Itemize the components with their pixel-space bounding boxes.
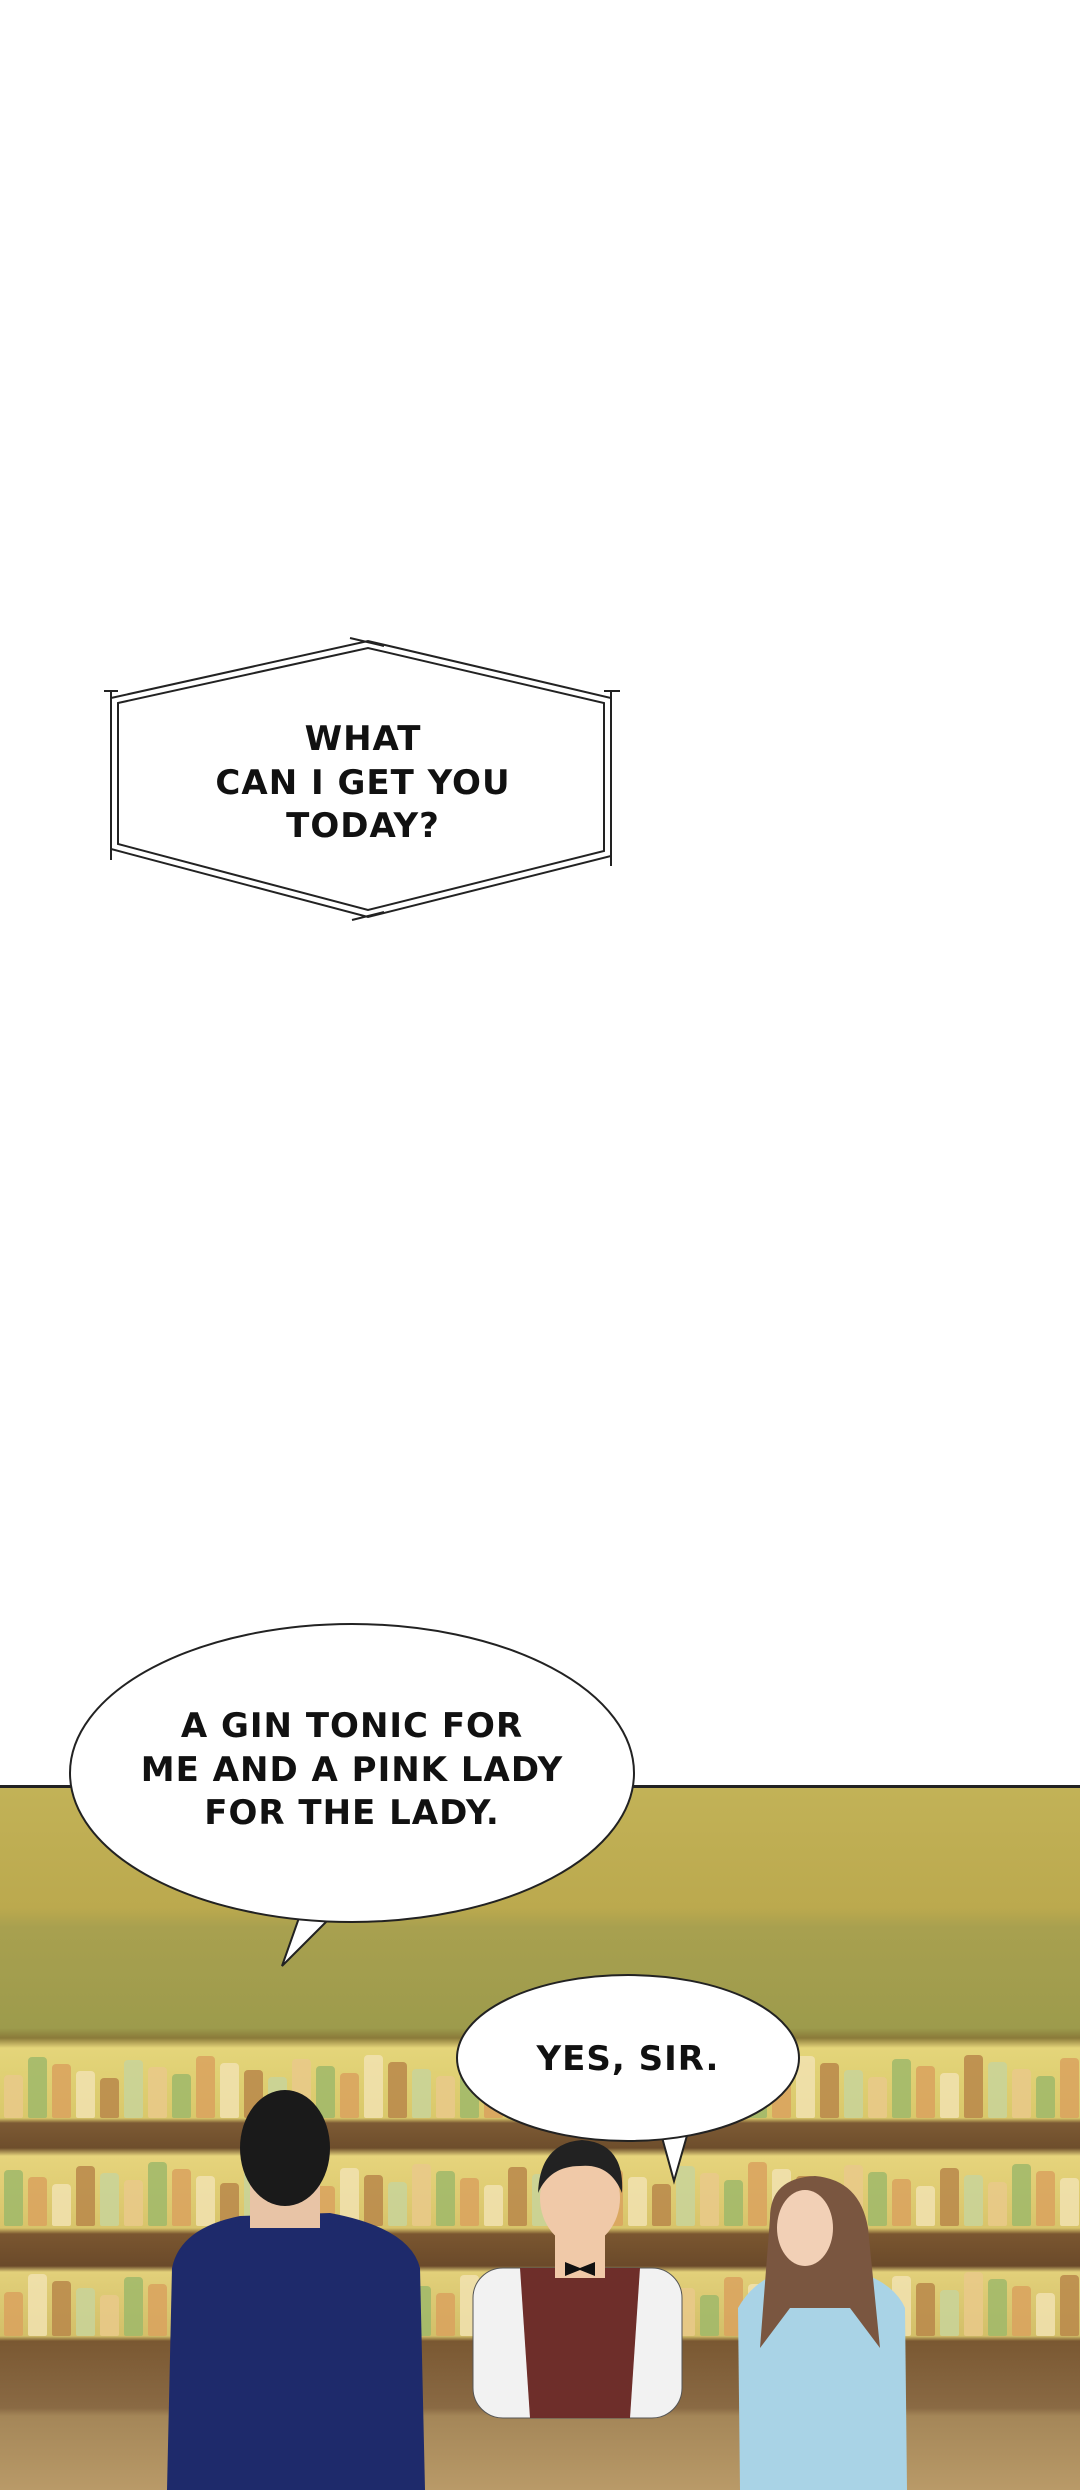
bottle xyxy=(340,2073,359,2118)
bottle xyxy=(340,2168,359,2226)
bottle xyxy=(28,2057,47,2118)
bartender xyxy=(472,2140,683,2419)
bottle xyxy=(676,2166,695,2226)
bottle xyxy=(436,2076,455,2118)
characters xyxy=(167,2090,907,2490)
bottle xyxy=(700,2295,719,2336)
bottle xyxy=(940,2290,959,2336)
bottle xyxy=(484,2185,503,2226)
bottle xyxy=(412,2164,431,2226)
bar-scene-panel xyxy=(0,1785,1080,2490)
bottle xyxy=(724,2180,743,2226)
bottle xyxy=(892,2059,911,2118)
bottle xyxy=(1012,2286,1031,2336)
bottle xyxy=(916,2186,935,2226)
bottle xyxy=(436,2171,455,2226)
bottle xyxy=(508,2167,527,2226)
bottle xyxy=(1012,2069,1031,2118)
bottle xyxy=(940,2073,959,2118)
bottle xyxy=(220,2063,239,2118)
bottle xyxy=(796,2056,815,2118)
bubble-text-line: WHAT xyxy=(304,719,422,759)
bottle xyxy=(460,2178,479,2226)
bottle xyxy=(1060,2178,1079,2226)
bottle xyxy=(1060,2058,1079,2118)
bottle xyxy=(988,2182,1007,2226)
bottle xyxy=(964,2175,983,2226)
thought-box-frame xyxy=(104,637,620,921)
bottle xyxy=(748,2162,767,2226)
bottle xyxy=(652,2184,671,2226)
bottle xyxy=(388,2062,407,2118)
bottle xyxy=(700,2173,719,2226)
bottle xyxy=(892,2179,911,2226)
bottle xyxy=(124,2277,143,2336)
bottle xyxy=(436,2293,455,2336)
bottle xyxy=(1036,2293,1055,2336)
bottle xyxy=(364,2055,383,2118)
bottle xyxy=(316,2066,335,2118)
bottle xyxy=(172,2169,191,2226)
speech-bubble-man xyxy=(281,1913,333,1967)
bottle xyxy=(964,2272,983,2336)
bottle xyxy=(148,2162,167,2226)
bottle xyxy=(1036,2076,1055,2118)
bottle xyxy=(1060,2275,1079,2336)
bottle xyxy=(868,2172,887,2226)
woman xyxy=(738,2176,907,2490)
bottle xyxy=(124,2180,143,2226)
bottle xyxy=(4,2170,23,2226)
bottle xyxy=(988,2279,1007,2336)
speech-bubble-bartender-text: YES, SIR. xyxy=(536,2039,720,2079)
bottle xyxy=(844,2070,863,2118)
bubble-text-line: ME AND A PINK LADY xyxy=(140,1750,564,1790)
bottle xyxy=(4,2292,23,2336)
bottle xyxy=(76,2071,95,2118)
bottle xyxy=(52,2064,71,2118)
bottle xyxy=(1036,2171,1055,2226)
bottle xyxy=(148,2067,167,2118)
bottle xyxy=(100,2078,119,2118)
bottle xyxy=(4,2075,23,2118)
bottle xyxy=(100,2295,119,2336)
bottle xyxy=(52,2281,71,2336)
bottle xyxy=(868,2077,887,2118)
bottle xyxy=(364,2175,383,2226)
bubble-text-line: CAN I GET YOU xyxy=(215,763,511,803)
bubble-text-line: FOR THE LADY. xyxy=(204,1793,500,1833)
bottle xyxy=(76,2166,95,2226)
bottle xyxy=(196,2176,215,2226)
bottle xyxy=(28,2274,47,2336)
bottle xyxy=(148,2284,167,2336)
bottle xyxy=(76,2288,95,2336)
bottle xyxy=(196,2056,215,2118)
bottle xyxy=(124,2060,143,2118)
bottle xyxy=(100,2173,119,2226)
bottle xyxy=(940,2168,959,2226)
bottle xyxy=(964,2055,983,2118)
bottle xyxy=(388,2182,407,2226)
bottle xyxy=(412,2069,431,2118)
bubble-text-line: A GIN TONIC FOR xyxy=(180,1706,524,1746)
bottle xyxy=(172,2074,191,2118)
bottle xyxy=(1012,2164,1031,2226)
bottle xyxy=(28,2177,47,2226)
bottle xyxy=(820,2063,839,2118)
bottle xyxy=(220,2183,239,2226)
bottle xyxy=(916,2066,935,2118)
bottle xyxy=(916,2283,935,2336)
bottle xyxy=(988,2062,1007,2118)
bottle xyxy=(628,2177,647,2226)
man-in-suit xyxy=(167,2090,425,2490)
bubble-text-line: TODAY? xyxy=(286,806,440,846)
bottle xyxy=(52,2184,71,2226)
